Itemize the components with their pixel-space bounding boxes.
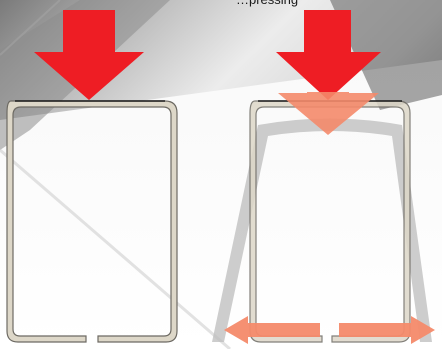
caption-text: …pressing xyxy=(236,0,442,8)
